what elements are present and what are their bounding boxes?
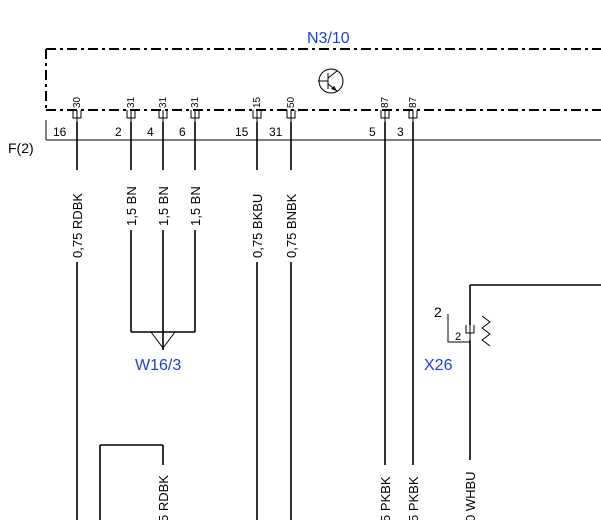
transistor-icon xyxy=(318,68,344,94)
wire-label: 0,75 BKBU xyxy=(250,194,265,258)
wire-label: 1,5 BN xyxy=(124,186,139,226)
pin-number: 31 xyxy=(126,96,137,108)
pin-number: 87 xyxy=(380,96,391,108)
connector-x26 xyxy=(447,314,491,347)
pin-number: 50 xyxy=(286,96,297,108)
module-name: N3/10 xyxy=(307,30,350,47)
pin-terminal: 31 4 xyxy=(147,96,169,139)
pin-number: 30 xyxy=(72,96,83,108)
pin-terminal: 30 16 xyxy=(53,96,83,139)
pin-number: 31 xyxy=(190,96,201,108)
pin-position: 3 xyxy=(397,125,404,139)
pin-terminal: 87 5 xyxy=(369,96,391,139)
pin-number: 15 xyxy=(252,96,263,108)
pin-terminal: 31 6 xyxy=(179,96,201,139)
pin-terminal: 31 2 xyxy=(115,96,137,139)
x26-label: X26 xyxy=(424,357,453,374)
pin-position: 15 xyxy=(235,125,249,139)
pin-terminal: 15 15 xyxy=(235,96,263,139)
ground-splice xyxy=(131,331,195,350)
wire-label: 5 PKBK xyxy=(378,476,393,520)
module-n3-10-boundary xyxy=(45,48,601,111)
ground-point-label: W16/3 xyxy=(135,357,181,374)
wire-label: 1,5 BN xyxy=(188,186,203,226)
pin-position: 31 xyxy=(269,125,283,139)
connector-label: F(2) xyxy=(8,140,34,156)
wire-label: 5 RDBK xyxy=(156,475,171,520)
wire-label: 1,5 BN xyxy=(156,186,171,226)
x26-pin-inner: 2 xyxy=(455,331,461,343)
wire-labels: 0,75 RDBK 1,5 BN 1,5 BN 1,5 BN 0,75 BKBU… xyxy=(70,186,478,520)
pin-position: 5 xyxy=(369,125,376,139)
pin-number: 31 xyxy=(158,96,169,108)
pin-position: 4 xyxy=(147,125,154,139)
pin-number: 87 xyxy=(408,96,419,108)
pin-terminal: 50 31 xyxy=(269,96,297,139)
pin-terminal: 87 3 xyxy=(397,96,419,139)
x26-pin-outer: 2 xyxy=(434,304,442,320)
wire-label: 0,75 RDBK xyxy=(70,193,85,258)
pin-position: 6 xyxy=(179,125,186,139)
wires xyxy=(76,122,601,520)
pin-terminals: 30 16 31 2 31 4 31 6 15 15 50 31 xyxy=(53,96,419,139)
pin-position: 16 xyxy=(53,125,67,139)
wire-label: 5 PKBK xyxy=(406,476,421,520)
wire-label: 0 WHBU xyxy=(463,471,478,520)
pin-position: 2 xyxy=(115,125,122,139)
wire-label: 0,75 BNBK xyxy=(284,193,299,258)
connector-rail xyxy=(45,120,601,141)
